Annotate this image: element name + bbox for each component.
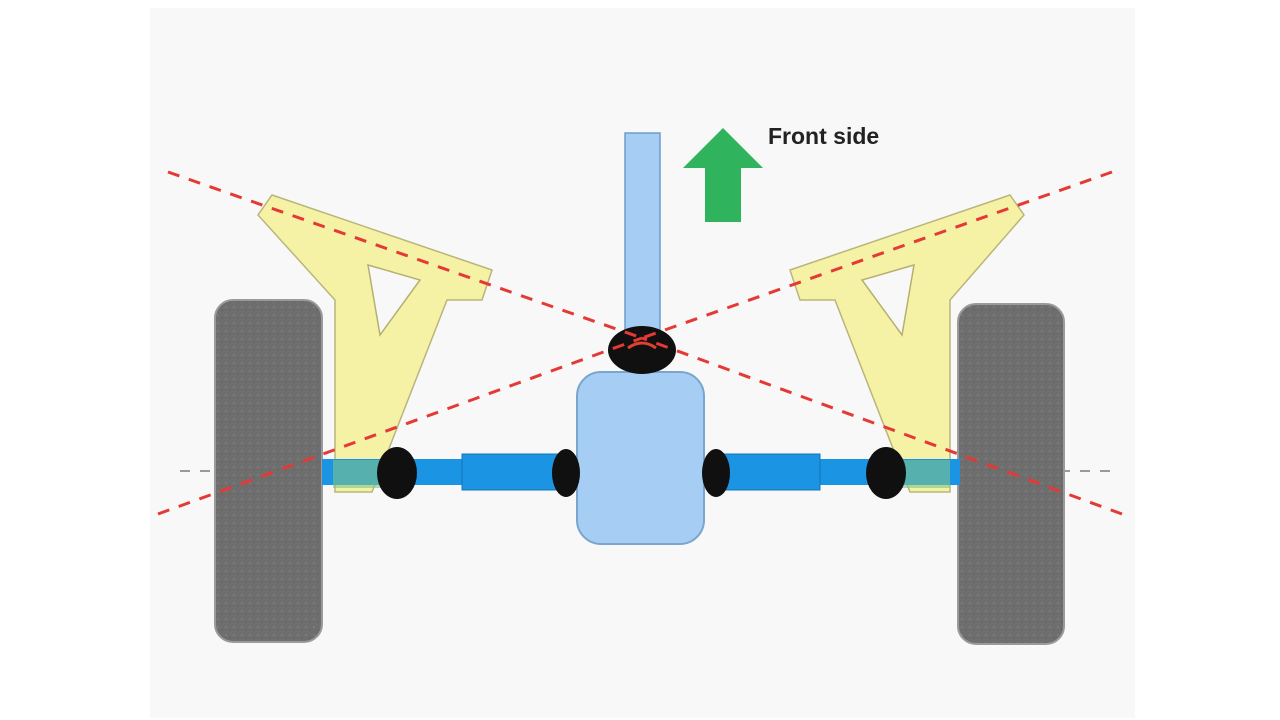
left-outer-cv-joint: [377, 447, 417, 499]
right-lower-axis-line: [641, 336, 1123, 516]
right-knuckle-arm: [789, 194, 1025, 493]
right-outer-cv-joint: [866, 447, 906, 499]
steering-axis-lines: [157, 170, 1123, 516]
left-arm-cutout: [367, 263, 422, 337]
left-inner-cv-joint: [552, 449, 580, 497]
right-arm-cutout: [860, 263, 915, 337]
pinion-joint: [608, 326, 676, 374]
left-upper-axis-line: [167, 170, 643, 340]
left-lower-axis-line: [157, 336, 643, 516]
differential-housing: [576, 371, 705, 545]
left-knuckle-arm: [257, 194, 493, 493]
pinion-shaft: [624, 132, 661, 339]
left-wheel: [214, 299, 323, 643]
right-inner-cv-joint: [702, 449, 730, 497]
arrow-up-icon: [683, 128, 763, 222]
left-hub-overlap: [333, 460, 383, 488]
right-hub-overlap: [900, 460, 950, 488]
front-side-label: Front side: [768, 123, 879, 149]
right-upper-axis-line: [641, 170, 1113, 340]
